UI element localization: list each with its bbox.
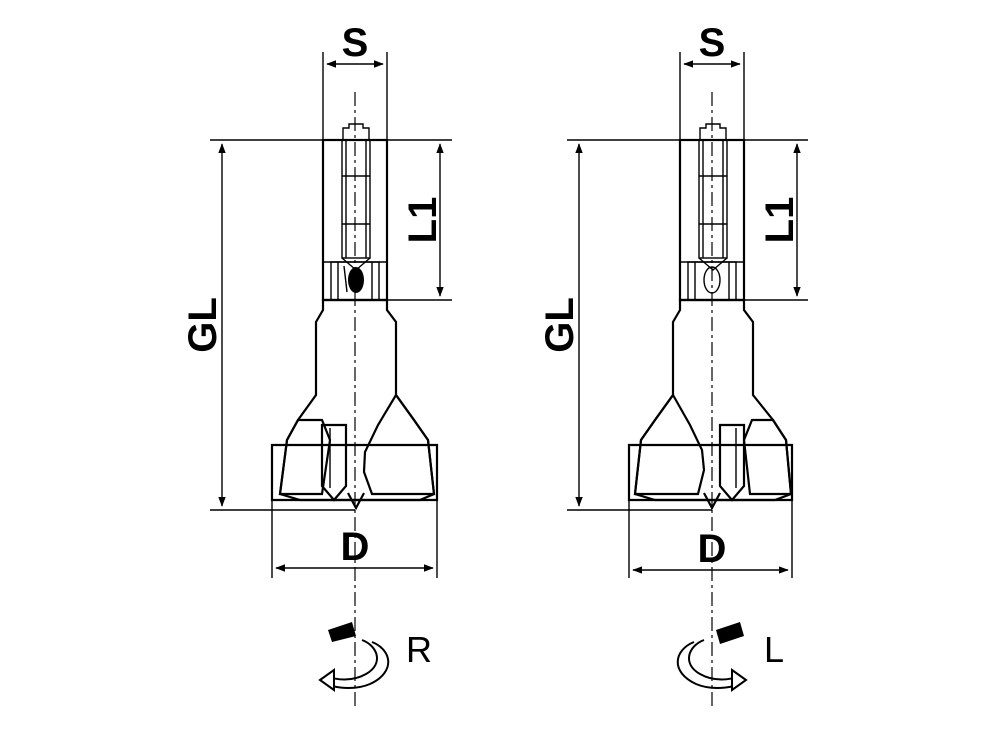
label-gl: GL <box>181 297 225 353</box>
dim-d: D <box>628 500 793 578</box>
label-s: S <box>699 21 726 65</box>
dim-l1: L1 <box>744 139 808 301</box>
shank <box>678 123 746 302</box>
rotation-left-icon: L <box>676 622 784 692</box>
cutting-blade <box>320 423 348 502</box>
rotation-label-l: L <box>764 629 784 670</box>
dim-l1: L1 <box>387 139 452 301</box>
dim-s: S <box>322 21 388 140</box>
dim-s: S <box>679 21 745 140</box>
drill-body <box>278 298 436 502</box>
center-point <box>347 492 365 511</box>
center-point <box>703 492 721 511</box>
cutting-blade <box>718 423 746 502</box>
flange <box>627 443 794 502</box>
dim-d: D <box>271 500 438 578</box>
label-s: S <box>342 21 369 65</box>
drill-left-hand: S L1 GL D L <box>538 21 808 708</box>
label-l1: L1 <box>758 197 802 244</box>
dim-gl: GL <box>181 139 355 511</box>
rotation-label-r: R <box>406 629 432 670</box>
label-d: D <box>698 527 727 571</box>
label-l1: L1 <box>401 197 445 244</box>
label-d: D <box>341 525 370 569</box>
flat-spot <box>348 267 364 293</box>
flat-spot <box>703 266 721 294</box>
label-gl: GL <box>538 297 582 353</box>
rotation-right-icon: R <box>318 622 432 692</box>
dim-gl: GL <box>538 139 712 511</box>
drill-body <box>633 298 793 502</box>
drill-right-hand: S L1 GL D R <box>181 21 452 708</box>
